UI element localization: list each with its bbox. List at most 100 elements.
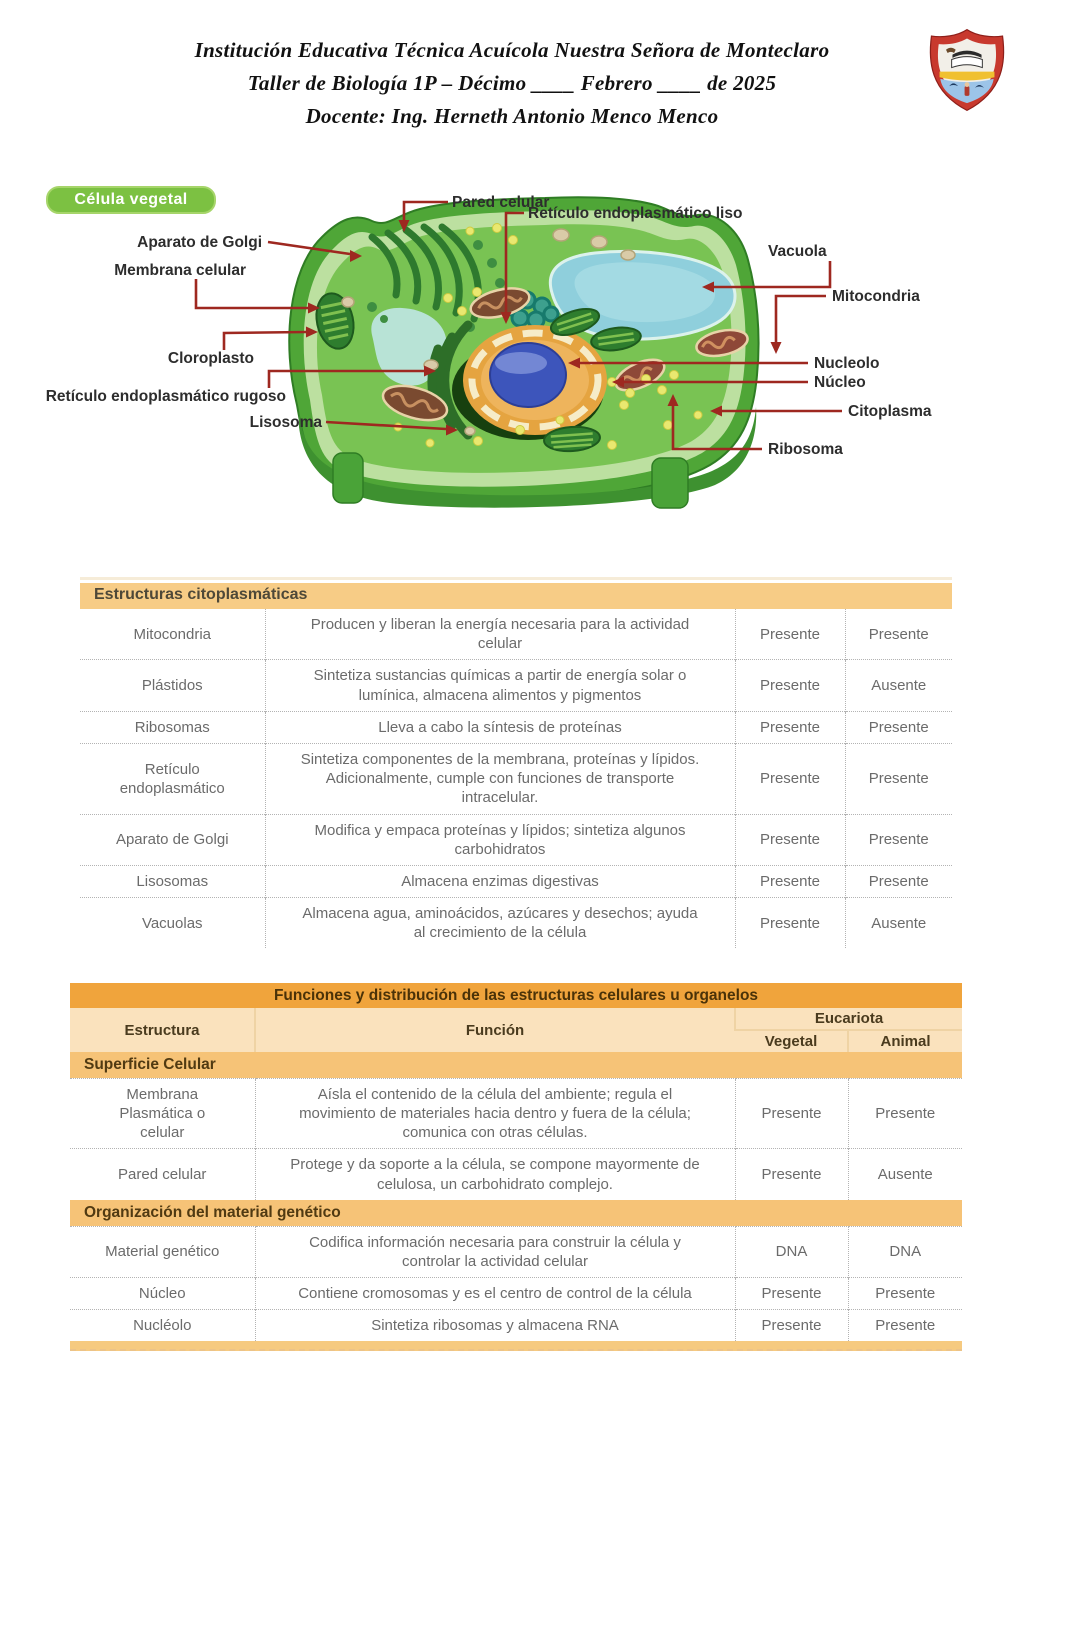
label-lisosoma: Lisosoma [250, 414, 323, 431]
table-row: Mitocondria Producen y liberan la energí… [80, 609, 952, 660]
col-header-estructura: Estructura [70, 1008, 255, 1052]
cell-description: Contiene cromosomas y es el centro de co… [254, 1276, 735, 1310]
cell-name: Vacuolas [80, 897, 265, 949]
section-header: Superficie Celular [70, 1052, 963, 1079]
cell-description: Almacena agua, aminoácidos, azúcares y d… [264, 897, 735, 949]
header-line-teacher: Docente: Ing. Herneth Antonio Menco Menc… [305, 104, 719, 128]
plant-cell-diagram: Pared celular Retículo endoplasmático li… [46, 194, 932, 509]
nucleus [452, 325, 607, 440]
col-header-funcion: Función [254, 1008, 735, 1052]
table2-header-row: Estructura Función Eucariota [70, 1008, 963, 1052]
cell-animal: Ausente [847, 1148, 963, 1200]
cell-name: Mitocondria [133, 625, 212, 643]
cell-description: Modifica y empaca proteínas y lípidos; s… [264, 813, 735, 866]
section-header: Organización del material genético [70, 1199, 963, 1227]
table-row: Núcleo Contiene cromosomas y es el centr… [70, 1276, 963, 1310]
cell-vegetal: DNA [734, 1225, 848, 1278]
label-nucleolo: Nucleolo [814, 355, 879, 372]
label-cloroplasto: Cloroplasto [168, 350, 254, 367]
mitochondria [381, 287, 749, 422]
ribosome-dots [393, 223, 703, 450]
col-header-animal: Animal [846, 1029, 963, 1052]
cell-name: Retículo endoplasmático [80, 742, 265, 814]
header-line-workshop: Taller de Biología 1P – Décimo ____ Febr… [247, 71, 777, 95]
cell-vegetal: Presente [734, 864, 845, 898]
cropped-bottom-band [70, 1341, 962, 1352]
cell-animal: Presente [847, 1309, 963, 1342]
cell-vegetal: Presente [734, 813, 845, 866]
section-row-organizacion: Organización del material genético [70, 1199, 963, 1227]
cell-description: Sintetiza componentes de la membrana, pr… [264, 742, 735, 814]
cell-description: Sintetiza ribosomas y almacena RNA [254, 1309, 735, 1342]
cell-name: Lisosomas [80, 864, 265, 898]
cell-type-badge: Célula vegetal [46, 186, 216, 214]
cell-name: Membrana Plasmática o celular [70, 1077, 255, 1149]
cell-vegetal: Presente [734, 1077, 848, 1149]
table-row: Material genético Codifica información n… [70, 1225, 963, 1278]
cell-name: Plástidos [80, 659, 265, 712]
label-reticulo-rugoso: Retículo endoplasmático rugoso [46, 388, 286, 405]
table-row: Ribosomas Lleva a cabo la síntesis de pr… [80, 710, 952, 744]
cell-animal: DNA [847, 1225, 963, 1278]
cell-animal: Presente [844, 710, 952, 744]
table-row: Plástidos Sintetiza sustancias químicas … [80, 659, 952, 712]
cell-animal: Presente [844, 864, 952, 898]
cell-description: Codifica información necesaria para cons… [254, 1225, 735, 1278]
table-row: Retículo endoplasmático Sintetiza compon… [80, 742, 952, 814]
arrow-heads [306, 220, 782, 436]
cell-description: Almacena enzimas digestivas [264, 864, 735, 898]
cell-description: Protege y da soporte a la célula, se com… [254, 1148, 735, 1200]
label-membrana-celular: Membrana celular [114, 262, 246, 279]
cell-animal: Presente [844, 742, 952, 814]
cell-vegetal: Presente [734, 659, 845, 712]
table2-subheader-row: Vegetal Animal [70, 1029, 963, 1052]
header-line-institution: Institución Educativa Técnica Acuícola N… [194, 38, 830, 62]
vesicles [341, 228, 636, 436]
table2-title: Funciones y distribución de las estructu… [70, 983, 962, 1008]
document-header: Institución Educativa Técnica Acuícola N… [0, 34, 1024, 133]
cell-description: Aísla el contenido de la célula del ambi… [254, 1077, 735, 1149]
label-citoplasma: Citoplasma [848, 403, 932, 420]
cell-animal: Presente [844, 609, 952, 660]
cell-description: Sintetiza sustancias químicas a partir d… [264, 659, 735, 712]
col-header-eucariota: Eucariota [733, 1008, 963, 1030]
table-row: Aparato de Golgi Modifica y empaca prote… [80, 813, 952, 866]
label-aparato-golgi: Aparato de Golgi [137, 234, 262, 251]
cell-animal: Presente [847, 1276, 963, 1310]
cell-description: Lleva a cabo la síntesis de proteínas [264, 710, 735, 744]
cropped-row-sliver [80, 577, 952, 580]
cell-vegetal: Presente [734, 1276, 848, 1310]
diagram-labels: Pared celular Retículo endoplasmático li… [46, 194, 932, 458]
cell-name: Ribosomas [80, 710, 265, 744]
label-reticulo-liso: Retículo endoplasmático liso [528, 205, 742, 222]
table-row: Lisosomas Almacena enzimas digestivas Pr… [80, 864, 952, 898]
golgi-vesicles [367, 240, 505, 332]
label-pared-celular: Pared celular [452, 194, 549, 211]
cell-vegetal: Presente [734, 710, 845, 744]
col-header-vegetal: Vegetal [735, 1029, 848, 1052]
cell-vegetal: Presente [734, 1309, 848, 1342]
label-nucleo: Núcleo [814, 374, 866, 391]
table-row: Vacuolas Almacena agua, aminoácidos, azú… [80, 897, 952, 949]
cell-vegetal: Presente [734, 742, 845, 814]
table-row: Pared celular Protege y da soporte a la … [70, 1148, 963, 1200]
label-ribosoma: Ribosoma [768, 441, 843, 458]
cell-description: Producen y liberan la energía necesaria … [264, 609, 735, 660]
cell-animal: Presente [844, 813, 952, 866]
cell-animal: Ausente [844, 897, 952, 949]
chloroplasts [315, 292, 642, 453]
functions-distribution-table: Funciones y distribución de las estructu… [70, 983, 963, 1352]
cell-vegetal: Presente [734, 1148, 848, 1200]
cell-leg-right [651, 457, 689, 509]
cell-name: Nucléolo [70, 1309, 255, 1342]
cell-animal: Ausente [844, 659, 952, 712]
cell-vegetal: Presente [734, 897, 845, 949]
table-row: Nucléolo Sintetiza ribosomas y almacena … [70, 1309, 963, 1342]
label-vacuola: Vacuola [768, 243, 827, 260]
cell-name: Pared celular [70, 1148, 255, 1200]
school-crest-icon [929, 28, 1005, 112]
cell-vegetal: Presente [734, 609, 845, 660]
cell-name: Aparato de Golgi [80, 813, 265, 866]
label-mitocondria: Mitocondria [832, 288, 920, 305]
